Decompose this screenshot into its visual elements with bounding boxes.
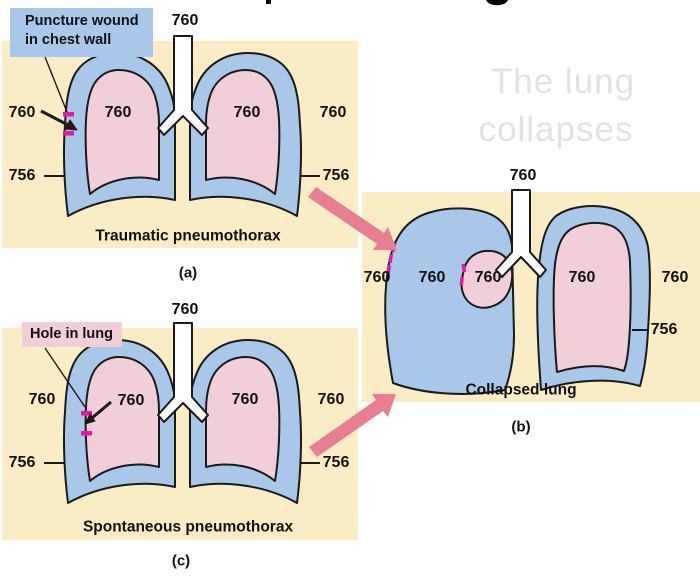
panel-a-left-lung bbox=[84, 69, 160, 195]
panel-c-callout-box: Hole in lung bbox=[22, 322, 122, 347]
panel-a-callout-pointer bbox=[40, 56, 78, 131]
panel-a-right-lung bbox=[205, 69, 281, 195]
panel-c-right-lung bbox=[205, 356, 281, 482]
panel-c-atmos-left-pressure: 760 bbox=[28, 391, 56, 408]
panel-a-letter: (a) bbox=[178, 264, 198, 282]
panel-a-atmos-right-pressure: 760 bbox=[319, 104, 347, 121]
panel-c-letter: (c) bbox=[171, 552, 191, 570]
panel-b-trachea bbox=[495, 189, 547, 278]
panel-b-atmos-right-pressure: 760 bbox=[661, 269, 689, 286]
panel-c-trachea-pressure: 760 bbox=[171, 301, 199, 318]
panel-b-right-lung-pressure: 760 bbox=[568, 269, 596, 286]
panel-a-drawing bbox=[2, 35, 358, 248]
panel-b-atmos-left-pressure: 760 bbox=[363, 269, 391, 286]
panel-a-left-lung-pressure: 760 bbox=[104, 104, 132, 121]
panel-a-trachea bbox=[157, 35, 209, 136]
panel-c-trachea bbox=[157, 322, 209, 423]
panel-b-caption: Collapsed lung bbox=[465, 381, 577, 399]
panel-a-pleural-left-pressure: 756 bbox=[8, 167, 36, 184]
clipped-title-fragment bbox=[266, 0, 508, 6]
watermark-line-2: collapses bbox=[478, 110, 634, 149]
panel-b-pleural-cavity-pressure: 760 bbox=[418, 269, 446, 286]
panel-c-left-lung-pressure: 760 bbox=[117, 392, 145, 409]
panel-b-collapsed-lung-pressure: 760 bbox=[474, 269, 502, 286]
panel-c-pleural-right-pressure: 756 bbox=[322, 454, 350, 471]
panel-b-drawing bbox=[362, 189, 700, 402]
panel-a-pleural-right-pressure: 756 bbox=[322, 167, 350, 184]
panel-b-right-lung bbox=[552, 221, 632, 373]
panel-c-right-lung-pressure: 760 bbox=[231, 391, 259, 408]
panel-c-pleural-left-pressure: 756 bbox=[8, 454, 36, 471]
panel-a-atmos-left-pressure: 760 bbox=[8, 104, 36, 121]
watermark-line-1: The lung bbox=[490, 62, 636, 101]
panel-c-callout-pointer bbox=[44, 347, 112, 425]
panel-a-trachea-pressure: 760 bbox=[171, 12, 199, 29]
panel-c-atmos-right-pressure: 760 bbox=[317, 391, 345, 408]
panel-c-left-lung bbox=[84, 356, 160, 482]
flow-arrow-a-to-b bbox=[308, 187, 397, 250]
panel-c-drawing bbox=[2, 322, 358, 540]
panel-a-right-lung-pressure: 760 bbox=[233, 104, 261, 121]
panel-b-letter: (b) bbox=[511, 418, 531, 436]
panel-c-caption: Spontaneous pneumothorax bbox=[82, 518, 294, 536]
panel-a-caption: Traumatic pneumothorax bbox=[95, 227, 281, 245]
panel-a-callout-box: Puncture wound in chest wall bbox=[10, 8, 153, 57]
panel-b-pleural-right-pressure: 756 bbox=[650, 321, 678, 338]
flow-arrow-c-to-b bbox=[309, 394, 396, 457]
panel-b-trachea-pressure: 760 bbox=[509, 167, 537, 184]
panel-c-hole-marks bbox=[81, 411, 92, 436]
panel-a-puncture-wound-marks bbox=[63, 112, 74, 136]
